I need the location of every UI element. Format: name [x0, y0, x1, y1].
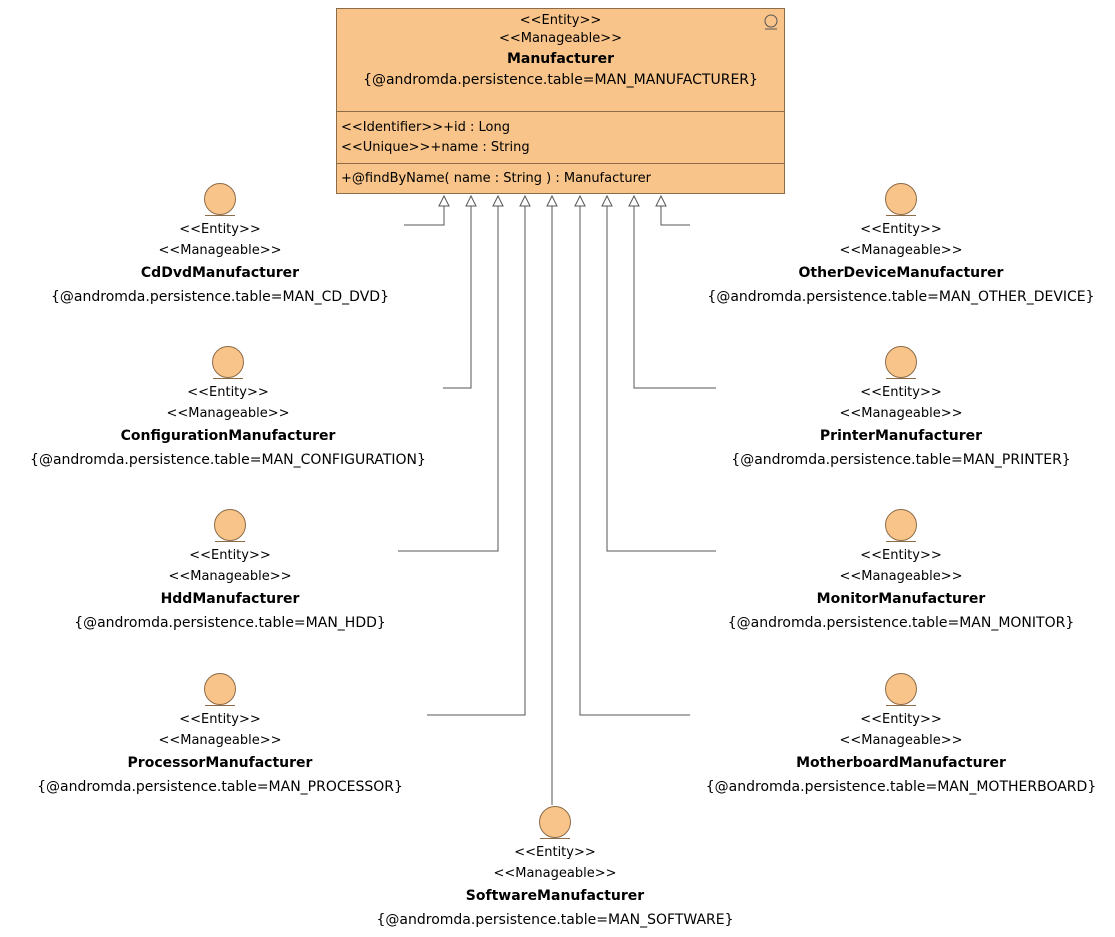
entity-icon [885, 509, 917, 541]
generalization-arrowhead [465, 194, 477, 207]
entity-name: ProcessorManufacturer [127, 755, 313, 771]
entity-icon [885, 673, 917, 705]
connector-configuration [443, 205, 472, 389]
tagged-value: {@andromda.persistence.table=MAN_HDD} [74, 615, 386, 631]
entity-icon [539, 806, 571, 838]
stereotype-manageable: <<Manageable>> [839, 569, 963, 584]
generalization-arrowhead [628, 194, 640, 207]
stereotype-entity: <<Entity>> [860, 548, 942, 563]
generalization-arrowhead [546, 194, 558, 207]
stereotype-manageable: <<Manageable>> [158, 733, 282, 748]
stereotype-manageable: <<Manageable>> [498, 31, 623, 46]
tagged-value: {@andromda.persistence.table=MAN_MONITOR… [727, 615, 1075, 631]
entity-name: MonitorManufacturer [816, 591, 986, 607]
manufacturer-class[interactable]: <<Entity>> <<Manageable>> Manufacturer {… [336, 8, 785, 194]
entity-hdd-manufacturer[interactable]: <<Entity>> <<Manageable>> HddManufacture… [10, 509, 450, 635]
stereotype-entity: <<Entity>> [860, 385, 942, 400]
entity-monitor-manufacturer[interactable]: <<Entity>> <<Manageable>> MonitorManufac… [681, 509, 1115, 635]
entity-name: OtherDeviceManufacturer [798, 265, 1004, 281]
stereotype-manageable: <<Manageable>> [493, 866, 617, 881]
entity-cddvd-manufacturer[interactable]: <<Entity>> <<Manageable>> CdDvdManufactu… [0, 183, 440, 309]
tagged-value: {@andromda.persistence.table=MAN_CD_DVD} [51, 289, 389, 305]
stereotype-entity: <<Entity>> [179, 712, 261, 727]
stereotype-manageable: <<Manageable>> [839, 406, 963, 421]
stereotype-entity: <<Entity>> [514, 845, 596, 860]
generalization-arrowhead [438, 194, 450, 207]
attribute-name: <<Unique>>+name : String [341, 140, 530, 155]
entity-name: MotherboardManufacturer [796, 755, 1006, 771]
tagged-value: {@andromda.persistence.table=MAN_SOFTWAR… [376, 912, 734, 928]
tagged-value: {@andromda.persistence.table=MAN_CONFIGU… [30, 452, 426, 468]
stereotype-entity: <<Entity>> [519, 13, 602, 28]
entity-name: SoftwareManufacturer [465, 888, 645, 904]
operation-findbyname: +@findByName( name : String ) : Manufact… [341, 171, 651, 186]
tagged-value: {@andromda.persistence.table=MAN_MANUFAC… [363, 72, 758, 88]
stereotype-manageable: <<Manageable>> [839, 733, 963, 748]
entity-name: ConfigurationManufacturer [120, 428, 336, 444]
generalization-arrowhead [519, 194, 531, 207]
entity-icon [885, 183, 917, 215]
entity-name: PrinterManufacturer [819, 428, 983, 444]
entity-icon [204, 183, 236, 215]
connector-otherdevice [660, 205, 690, 226]
connector-processor [427, 205, 526, 716]
stereotype-manageable: <<Manageable>> [166, 406, 290, 421]
stereotype-entity: <<Entity>> [860, 712, 942, 727]
stereotype-manageable: <<Manageable>> [168, 569, 292, 584]
stereotype-entity: <<Entity>> [179, 222, 261, 237]
stereotype-manageable: <<Manageable>> [839, 243, 963, 258]
entity-configuration-manufacturer[interactable]: <<Entity>> <<Manageable>> ConfigurationM… [8, 346, 448, 472]
entity-printer-manufacturer[interactable]: <<Entity>> <<Manageable>> PrinterManufac… [681, 346, 1115, 472]
connector-motherboard [579, 205, 690, 716]
generalization-arrowhead [601, 194, 613, 207]
entity-otherdevice-manufacturer[interactable]: <<Entity>> <<Manageable>> OtherDeviceMan… [681, 183, 1115, 309]
entity-name: HddManufacturer [160, 591, 300, 607]
entity-icon [885, 346, 917, 378]
connector-printer [633, 205, 716, 389]
entity-icon [214, 509, 246, 541]
generalization-arrowhead [655, 194, 667, 207]
stereotype-entity: <<Entity>> [189, 548, 271, 563]
entity-software-manufacturer[interactable]: <<Entity>> <<Manageable>> SoftwareManufa… [335, 806, 775, 932]
stereotype-manageable: <<Manageable>> [158, 243, 282, 258]
stereotype-entity: <<Entity>> [187, 385, 269, 400]
tagged-value: {@andromda.persistence.table=MAN_PROCESS… [37, 779, 403, 795]
entity-motherboard-manufacturer[interactable]: <<Entity>> <<Manageable>> MotherboardMan… [681, 673, 1115, 799]
connector-cddvd [404, 205, 445, 226]
entity-icon [212, 346, 244, 378]
entity-name: CdDvdManufacturer [140, 265, 300, 281]
generalization-arrowhead [492, 194, 504, 207]
tagged-value: {@andromda.persistence.table=MAN_MOTHERB… [705, 779, 1097, 795]
operations-compartment: +@findByName( name : String ) : Manufact… [337, 163, 784, 189]
stereotype-entity: <<Entity>> [860, 222, 942, 237]
tagged-value: {@andromda.persistence.table=MAN_PRINTER… [731, 452, 1071, 468]
attributes-compartment: <<Identifier>>+id : Long <<Unique>>+name… [337, 111, 784, 163]
attribute-id: <<Identifier>>+id : Long [341, 120, 510, 135]
entity-icon [204, 673, 236, 705]
class-header: <<Entity>> <<Manageable>> Manufacturer {… [337, 9, 784, 111]
connector-hdd [398, 205, 499, 552]
class-name: Manufacturer [506, 51, 615, 67]
connector-monitor [606, 205, 716, 552]
entity-icon [764, 14, 778, 30]
generalization-arrowhead [574, 194, 586, 207]
tagged-value: {@andromda.persistence.table=MAN_OTHER_D… [707, 289, 1095, 305]
entity-processor-manufacturer[interactable]: <<Entity>> <<Manageable>> ProcessorManuf… [0, 673, 440, 799]
